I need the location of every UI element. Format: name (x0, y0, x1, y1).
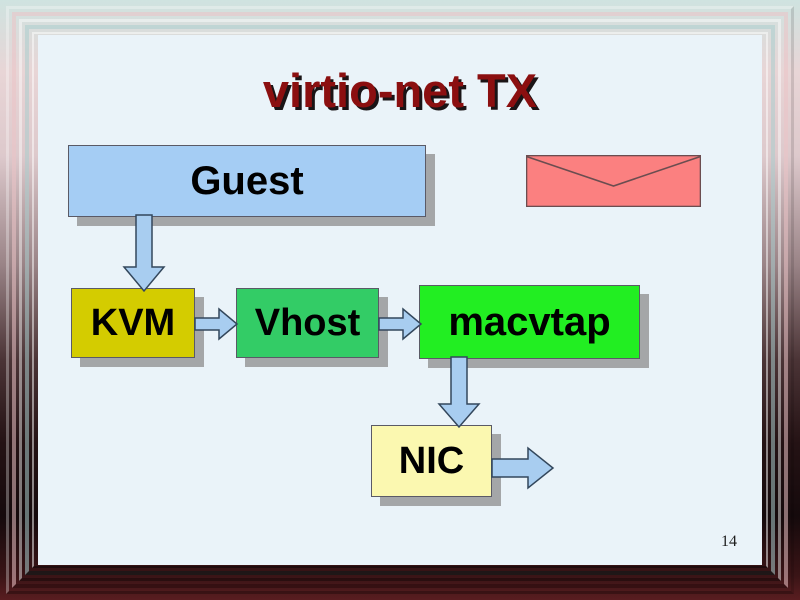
diagram-node-label: NIC (398, 439, 465, 482)
slide-canvas: virtio-net TX Guest KVM Vhost macvtap NI… (38, 35, 762, 565)
arrow-kvm-to-vhost (194, 307, 239, 341)
diagram-node-macvtap[interactable]: macvtap (419, 285, 640, 359)
arrow-guest-to-kvm (122, 214, 166, 293)
diagram-node-label: Vhost (254, 301, 361, 344)
arrow-nic-to-network (491, 446, 555, 490)
diagram-node-label: KVM (90, 301, 176, 344)
page-title: virtio-net TX (262, 64, 538, 117)
diagram-node-vhost[interactable]: Vhost (236, 288, 379, 358)
page-number: 14 (721, 533, 737, 550)
diagram-node-guest[interactable]: Guest (68, 145, 426, 217)
envelope-icon (526, 155, 701, 207)
diagram-node-nic[interactable]: NIC (371, 425, 492, 497)
diagram-node-kvm[interactable]: KVM (71, 288, 195, 358)
diagram-node-label: Guest (190, 158, 304, 203)
diagram-node-label: macvtap (448, 299, 611, 344)
arrow-macvtap-to-nic (437, 356, 481, 429)
arrow-vhost-to-macvtap (378, 307, 423, 341)
